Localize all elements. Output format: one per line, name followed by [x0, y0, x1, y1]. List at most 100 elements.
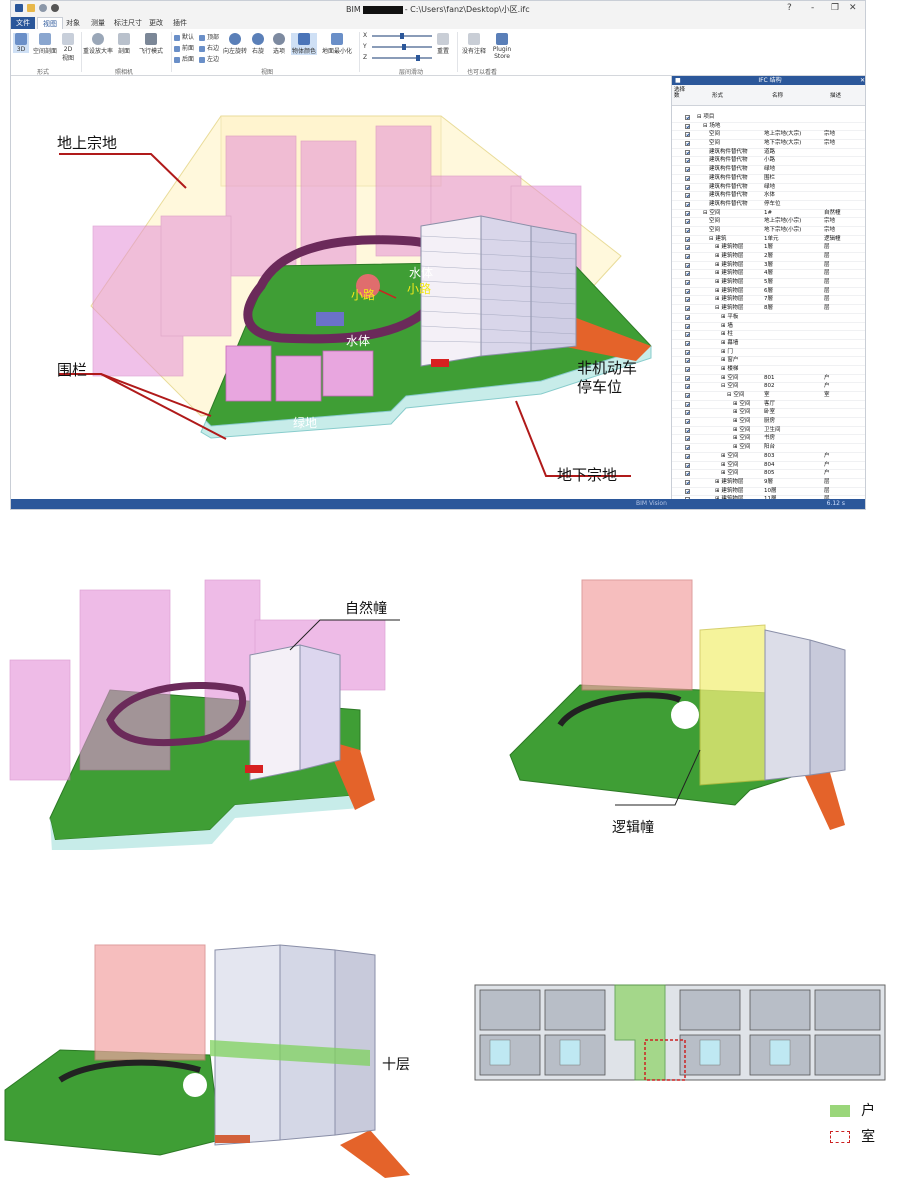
visibility-checkbox[interactable]: [685, 132, 690, 138]
visibility-checkbox[interactable]: [685, 410, 690, 416]
visibility-checkbox[interactable]: [685, 141, 690, 147]
visibility-checkbox[interactable]: [685, 479, 690, 485]
visibility-checkbox[interactable]: [685, 236, 690, 242]
ifc-structure-panel[interactable]: ■ IFC 结构 ✕ 选择数 形式 名称 描述 ⊟ 项目⊟ 场地空间地上宗地(大…: [671, 76, 865, 501]
btn-object-color[interactable]: 物体颜色: [291, 33, 317, 55]
ifc-tree-row[interactable]: 建筑构件替代物小路: [672, 157, 865, 167]
tab-edit[interactable]: 更改: [149, 19, 163, 27]
ifc-tree-row[interactable]: ⊞ 空间客厅: [672, 401, 865, 410]
ifc-tree-row[interactable]: ⊞ 柱: [672, 331, 865, 340]
visibility-checkbox[interactable]: [685, 332, 690, 338]
col-name[interactable]: 名称: [772, 93, 784, 99]
visibility-checkbox[interactable]: [685, 323, 690, 329]
ifc-tree-row[interactable]: ⊞ 空间阳台: [672, 444, 865, 453]
ifc-tree-row[interactable]: ⊞ 平板: [672, 314, 865, 323]
ifc-tree-row[interactable]: ⊞ 空间厨房: [672, 418, 865, 427]
ifc-tree-row[interactable]: ⊞ 空间卫生间: [672, 427, 865, 436]
visibility-checkbox[interactable]: [685, 471, 690, 477]
visibility-checkbox[interactable]: [685, 340, 690, 346]
visibility-checkbox[interactable]: [685, 419, 690, 425]
close-button[interactable]: ✕: [849, 3, 857, 13]
btn-view-back[interactable]: 后面: [174, 54, 194, 63]
btn-plugin-store[interactable]: Plugin Store: [491, 33, 513, 60]
visibility-checkbox[interactable]: [685, 254, 690, 259]
ifc-tree-row[interactable]: 建筑构件替代物绿地: [672, 184, 865, 193]
visibility-checkbox[interactable]: [685, 167, 690, 173]
ifc-tree-row[interactable]: 空间地上宗地(小宗)宗地: [672, 218, 865, 227]
btn-options[interactable]: 选项: [271, 33, 287, 55]
visibility-checkbox[interactable]: [685, 358, 690, 364]
minimize-button[interactable]: -: [811, 3, 815, 13]
slider-x[interactable]: [372, 33, 432, 39]
visibility-checkbox[interactable]: [685, 123, 690, 129]
ifc-tree-row[interactable]: ⊟ 场地: [672, 123, 865, 132]
visibility-checkbox[interactable]: [685, 453, 690, 459]
slider-y[interactable]: [372, 44, 432, 50]
btn-rotate-right[interactable]: 右旋: [250, 33, 266, 55]
visibility-checkbox[interactable]: [685, 175, 690, 181]
ifc-tree-row[interactable]: ⊞ 窗户: [672, 357, 865, 366]
visibility-checkbox[interactable]: [685, 314, 690, 320]
visibility-checkbox[interactable]: [685, 262, 690, 268]
btn-reset-zoom[interactable]: 重设放大率: [83, 33, 113, 55]
ifc-tree-row[interactable]: ⊞ 幕墙: [672, 340, 865, 349]
ifc-tree-row[interactable]: ⊞ 墙: [672, 323, 865, 332]
visibility-checkbox[interactable]: [685, 462, 690, 468]
visibility-checkbox[interactable]: [685, 245, 690, 251]
btn-3d[interactable]: 3D: [13, 33, 29, 53]
ifc-tree-row[interactable]: 空间地下宗地(小宗)宗地: [672, 227, 865, 236]
visibility-checkbox[interactable]: [685, 184, 690, 190]
tab-view[interactable]: 视图: [37, 17, 63, 30]
close-icon[interactable]: ✕: [859, 77, 865, 84]
ifc-tree-row[interactable]: 建筑构件替代物道路: [672, 149, 865, 158]
visibility-checkbox[interactable]: [685, 384, 690, 390]
ifc-tree-row[interactable]: 建筑构件替代物停车位: [672, 201, 865, 210]
tab-plugins[interactable]: 插件: [173, 19, 187, 27]
slider-z[interactable]: [372, 55, 432, 61]
ifc-tree-row[interactable]: ⊞ 空间卧室: [672, 409, 865, 419]
col-form[interactable]: 形式: [712, 93, 724, 99]
visibility-checkbox[interactable]: [685, 201, 690, 207]
visibility-checkbox[interactable]: [685, 149, 690, 155]
visibility-checkbox[interactable]: [685, 445, 690, 451]
visibility-checkbox[interactable]: [685, 280, 690, 286]
btn-view-default[interactable]: 默认: [174, 32, 194, 41]
btn-view-front[interactable]: 前面: [174, 43, 194, 52]
tab-object[interactable]: 对象: [66, 19, 80, 27]
slider-z-knob[interactable]: [416, 55, 420, 61]
btn-reset-slice[interactable]: 重置: [435, 33, 451, 55]
visibility-checkbox[interactable]: [685, 427, 690, 433]
btn-fly-mode[interactable]: 飞行模式: [137, 33, 165, 55]
visibility-checkbox[interactable]: [685, 401, 690, 407]
visibility-checkbox[interactable]: [685, 488, 690, 494]
col-visibility[interactable]: 选择数: [674, 87, 686, 99]
btn-rotate-left[interactable]: 向左旋转: [223, 33, 247, 55]
visibility-checkbox[interactable]: [685, 436, 690, 442]
ifc-tree-row[interactable]: 空间地下宗地(大宗)宗地: [672, 140, 865, 149]
visibility-checkbox[interactable]: [685, 288, 690, 294]
btn-space-section[interactable]: 空间剖面: [33, 33, 57, 55]
btn-view-left[interactable]: 左边: [199, 54, 219, 63]
pin-icon[interactable]: ■: [675, 77, 681, 84]
visibility-checkbox[interactable]: [685, 193, 690, 199]
ifc-tree-row[interactable]: 建筑构件替代物绿地: [672, 166, 865, 175]
ifc-tree-row[interactable]: 建筑构件替代物水体: [672, 192, 865, 201]
ifc-tree-row[interactable]: ⊟ 空间室室: [672, 392, 865, 401]
btn-section[interactable]: 剖面: [117, 33, 131, 55]
btn-view-right[interactable]: 右边: [199, 43, 219, 52]
ifc-tree-row[interactable]: 空间地上宗地(大宗)宗地: [672, 131, 865, 141]
visibility-checkbox[interactable]: [685, 271, 690, 277]
visibility-checkbox[interactable]: [685, 158, 690, 164]
col-desc[interactable]: 描述: [830, 93, 842, 99]
